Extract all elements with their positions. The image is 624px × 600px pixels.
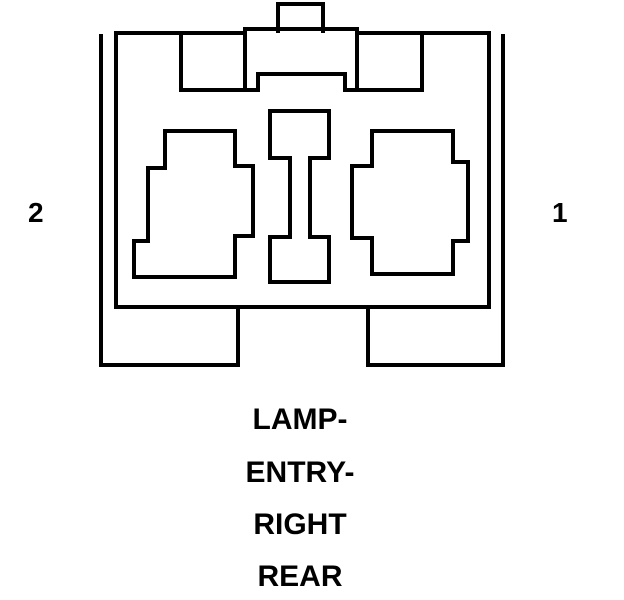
pin-label-2: 2 [28, 197, 44, 228]
housing-inner [114, 27, 491, 309]
top-recess-right [355, 31, 424, 92]
caption-line-4: REAR [257, 560, 343, 593]
latch-tab [276, 2, 325, 33]
top-recess-left [179, 31, 247, 92]
caption-line-2: ENTRY- [245, 456, 355, 489]
caption-line-3: RIGHT [253, 508, 347, 541]
housing-outer-right [366, 34, 505, 367]
pin-label-1: 1 [552, 197, 568, 228]
housing-outer-left [99, 34, 240, 367]
center-key [268, 109, 331, 284]
terminal-cavity-2 [132, 129, 255, 279]
top-recess-center [243, 72, 359, 92]
terminal-cavity-1 [350, 129, 470, 276]
caption-line-1: LAMP- [252, 403, 348, 436]
